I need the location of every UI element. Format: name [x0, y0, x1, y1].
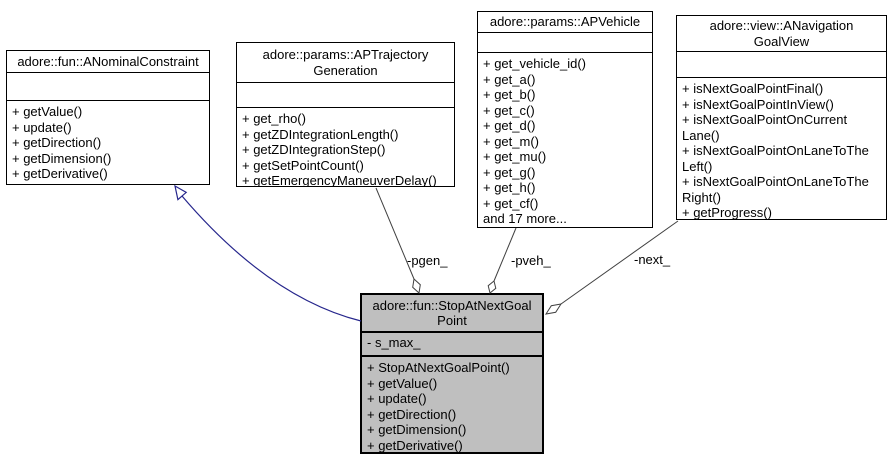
- class-method: + isNextGoalPointFinal(): [682, 81, 824, 96]
- class-method-more: and 17 more...: [483, 211, 567, 226]
- class-methods-compartment: + get_rho() + getZDIntegrationLength() +…: [237, 108, 454, 186]
- class-method: + get_vehicle_id(): [483, 56, 586, 71]
- class-method: + isNextGoalPointOnLaneToThe Left(): [682, 143, 869, 174]
- class-method: + isNextGoalPointOnCurrent Lane(): [682, 112, 848, 143]
- inheritance-edge: [181, 195, 362, 322]
- class-methods-compartment: + StopAtNextGoalPoint() + getValue() + u…: [362, 357, 542, 452]
- class-method: + getDirection(): [367, 406, 457, 422]
- class-box-anavigationgoalview[interactable]: adore::view::ANavigation GoalView + isNe…: [676, 15, 887, 220]
- inheritance-arrowhead-icon: [174, 184, 188, 201]
- class-attributes-compartment: [7, 73, 209, 101]
- edge-label-pveh: -pveh_: [511, 253, 551, 268]
- class-method: + getDimension(): [12, 150, 112, 166]
- class-method: + getDimension(): [367, 422, 467, 437]
- class-method: + get_d(): [483, 118, 536, 133]
- class-method: + getDerivative(): [12, 166, 108, 181]
- class-attributes-compartment: [677, 52, 886, 78]
- class-method: + get_a(): [483, 71, 536, 87]
- edge-label-next: -next_: [634, 252, 671, 267]
- class-attributes-compartment: [478, 33, 652, 53]
- class-method: + getProgress(): [682, 205, 772, 219]
- class-box-stopatnextgoalpoint: adore::fun::StopAtNextGoal Point - s_max…: [360, 293, 544, 454]
- class-attributes-compartment: [237, 83, 454, 108]
- class-method: + get_b(): [483, 87, 536, 102]
- class-method: + StopAtNextGoalPoint(): [367, 360, 510, 375]
- class-box-apvehicle[interactable]: adore::params::APVehicle + get_vehicle_i…: [477, 11, 653, 228]
- class-title: adore::fun::ANominalConstraint: [7, 51, 209, 73]
- class-attribute: - s_max_: [362, 333, 542, 357]
- aggregation-diamond-pveh-icon: [487, 280, 497, 294]
- class-box-aptrajectorygeneration[interactable]: adore::params::APTrajectory Generation +…: [236, 42, 455, 187]
- class-method: + getValue(): [12, 104, 83, 119]
- class-method: + getEmergencyManeuverDelay(): [242, 173, 437, 186]
- class-methods-compartment: + get_vehicle_id() + get_a() + get_b() +…: [478, 53, 652, 227]
- class-methods-compartment: + isNextGoalPointFinal() + isNextGoalPoi…: [677, 78, 886, 219]
- aggregation-diamond-next-icon: [544, 303, 563, 315]
- class-method: + get_m(): [483, 133, 539, 149]
- class-method: + getValue(): [367, 375, 438, 391]
- class-method: + getZDIntegrationStep(): [242, 142, 386, 157]
- class-method: + update(): [367, 391, 427, 406]
- class-method: + get_mu(): [483, 149, 547, 164]
- edge-label-pgen: -pgen_: [407, 253, 448, 268]
- aggregation-diamond-pgen-icon: [412, 278, 421, 294]
- class-method: + getDerivative(): [367, 437, 463, 453]
- class-method: + get_cf(): [483, 195, 539, 211]
- class-method: + get_g(): [483, 164, 536, 180]
- class-method: + getZDIntegrationLength(): [242, 126, 399, 142]
- class-method: + isNextGoalPointOnLaneToThe Right(): [682, 174, 869, 205]
- class-title: adore::params::APTrajectory Generation: [237, 43, 454, 83]
- class-method: + getDirection(): [12, 135, 102, 150]
- class-title: adore::params::APVehicle: [478, 12, 652, 33]
- class-box-anominalconstraint[interactable]: adore::fun::ANominalConstraint + getValu…: [6, 50, 210, 185]
- class-methods-compartment: + getValue() + update() + getDirection()…: [7, 101, 209, 184]
- class-method: + isNextGoalPointInView(): [682, 96, 834, 112]
- class-title: adore::fun::StopAtNextGoal Point: [362, 295, 542, 333]
- class-method: + update(): [12, 119, 72, 135]
- class-title: adore::view::ANavigation GoalView: [677, 16, 886, 52]
- class-method: + getSetPointCount(): [242, 157, 364, 173]
- class-method: + get_h(): [483, 180, 536, 195]
- class-method: + get_rho(): [242, 111, 306, 126]
- class-method: + get_c(): [483, 102, 535, 118]
